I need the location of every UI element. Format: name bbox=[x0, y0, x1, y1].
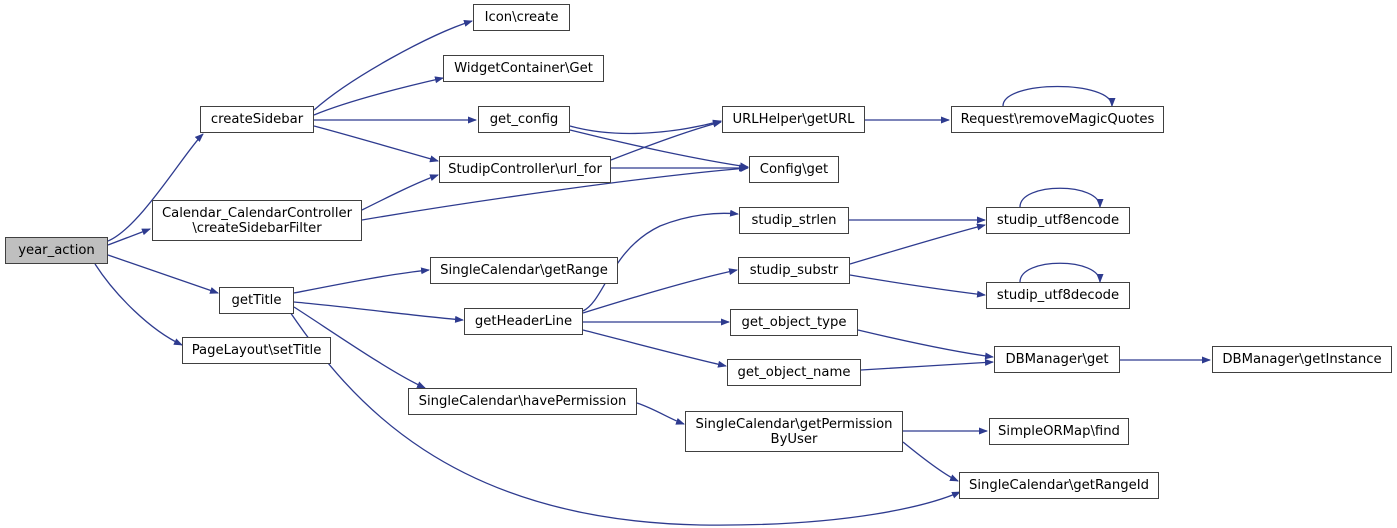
edge-year_action-to-createSidebar bbox=[107, 133, 204, 242]
node-simpleORMapFind[interactable]: SimpleORMap\find bbox=[989, 418, 1129, 445]
edge-getObjectType-to-dbManagerGet bbox=[857, 329, 994, 360]
edge-ccSidebarFilter-to-studipUrlFor bbox=[361, 174, 439, 211]
edge-getTitle-to-scGetRangeId bbox=[289, 311, 961, 526]
node-label-getHeaderLine: getHeaderLine bbox=[474, 314, 573, 329]
node-getHeaderLine[interactable]: getHeaderLine bbox=[464, 308, 583, 335]
node-scGetRangeId[interactable]: SingleCalendar\getRangeId bbox=[959, 472, 1159, 499]
node-label-iconCreate: Icon\create bbox=[484, 10, 559, 25]
node-label-dbManagerGetInst: DBManager\getInstance bbox=[1222, 352, 1382, 367]
edge-studipUtf8decode-to-studipUtf8decode bbox=[1019, 262, 1104, 283]
node-year_action[interactable]: year_action bbox=[5, 237, 108, 264]
edge-year_action-to-getTitle bbox=[107, 254, 219, 294]
node-requestRemoveMQ[interactable]: Request\removeMagicQuotes bbox=[951, 106, 1164, 133]
node-label-scGetRange: SingleCalendar\getRange bbox=[440, 263, 608, 278]
node-iconCreate[interactable]: Icon\create bbox=[473, 4, 570, 31]
node-pageLayoutSetTitle[interactable]: PageLayout\setTitle bbox=[182, 337, 331, 364]
edge-studipUrlFor-to-urlHelperGetURL bbox=[610, 120, 722, 161]
node-getConfig[interactable]: get_config bbox=[478, 106, 570, 133]
edge-getTitle-to-scHavePermission bbox=[293, 306, 426, 389]
node-label-getObjectType: get_object_type bbox=[741, 315, 847, 330]
node-studipSubstr[interactable]: studip_substr bbox=[738, 257, 850, 284]
edge-getTitle-to-scGetRange bbox=[293, 267, 430, 294]
node-scGetPermByUser[interactable]: SingleCalendar\getPermission ByUser bbox=[685, 411, 903, 452]
node-label-widgetContainerGet: WidgetContainer\Get bbox=[454, 61, 593, 76]
node-label-requestRemoveMQ: Request\removeMagicQuotes bbox=[960, 112, 1155, 127]
node-label-createSidebar: createSidebar bbox=[210, 112, 304, 127]
node-dbManagerGet[interactable]: DBManager\get bbox=[994, 346, 1120, 373]
node-label-getObjectName: get_object_name bbox=[737, 365, 851, 380]
edge-studipSubstr-to-studipUtf8encode bbox=[849, 223, 986, 265]
node-label-studipSubstr: studip_substr bbox=[749, 263, 839, 278]
node-studipUtf8encode[interactable]: studip_utf8encode bbox=[986, 207, 1130, 234]
edge-studipSubstr-to-studipUtf8decode bbox=[849, 274, 986, 298]
edge-year_action-to-ccSidebarFilter bbox=[107, 228, 151, 246]
edge-getHeaderLine-to-studipStrlen bbox=[582, 209, 739, 312]
node-label-studipStrlen: studip_strlen bbox=[751, 213, 837, 228]
edge-getObjectName-to-dbManagerGet bbox=[860, 358, 994, 371]
edge-group bbox=[94, 20, 1211, 526]
edge-requestRemoveMQ-to-requestRemoveMQ bbox=[1002, 85, 1116, 107]
edge-getConfig-to-urlHelperGetURL bbox=[569, 119, 722, 135]
node-createSidebar[interactable]: createSidebar bbox=[200, 106, 314, 133]
edge-createSidebar-to-iconCreate bbox=[313, 20, 473, 111]
node-label-simpleORMapFind: SimpleORMap\find bbox=[998, 424, 1120, 439]
node-getObjectName[interactable]: get_object_name bbox=[727, 359, 861, 386]
node-label-configGet: Config\get bbox=[759, 162, 829, 177]
node-configGet[interactable]: Config\get bbox=[749, 156, 839, 183]
node-label-dbManagerGet: DBManager\get bbox=[1005, 352, 1109, 367]
node-label-year_action: year_action bbox=[18, 243, 95, 258]
node-label-pageLayoutSetTitle: PageLayout\setTitle bbox=[191, 343, 322, 358]
edge-getConfig-to-configGet bbox=[569, 129, 749, 170]
node-label-urlHelperGetURL: URLHelper\getURL bbox=[732, 112, 855, 127]
node-label-studipUtf8encode: studip_utf8encode bbox=[996, 213, 1120, 228]
edge-getHeaderLine-to-getObjectName bbox=[582, 329, 727, 368]
node-getTitle[interactable]: getTitle bbox=[219, 287, 294, 314]
node-dbManagerGetInst[interactable]: DBManager\getInstance bbox=[1212, 346, 1392, 373]
node-studipStrlen[interactable]: studip_strlen bbox=[739, 207, 849, 234]
edge-studipUtf8encode-to-studipUtf8encode bbox=[1019, 187, 1104, 208]
node-label-scHavePermission: SingleCalendar\havePermission bbox=[418, 394, 627, 409]
node-getObjectType[interactable]: get_object_type bbox=[730, 309, 858, 336]
node-scHavePermission[interactable]: SingleCalendar\havePermission bbox=[408, 388, 637, 415]
edge-scGetPermByUser-to-scGetRangeId bbox=[902, 441, 959, 482]
node-urlHelperGetURL[interactable]: URLHelper\getURL bbox=[722, 106, 865, 133]
node-label-studipUrlFor: StudipController\url_for bbox=[448, 162, 602, 177]
node-label-scGetRangeId: SingleCalendar\getRangeId bbox=[969, 478, 1149, 493]
node-studipUtf8decode[interactable]: studip_utf8decode bbox=[986, 282, 1130, 309]
node-ccSidebarFilter[interactable]: Calendar_CalendarController \createSideb… bbox=[152, 200, 362, 241]
edge-year_action-to-pageLayoutSetTitle bbox=[94, 263, 183, 346]
node-widgetContainerGet[interactable]: WidgetContainer\Get bbox=[443, 55, 604, 82]
node-label-scGetPermByUser: SingleCalendar\getPermission ByUser bbox=[695, 416, 893, 447]
node-studipUrlFor[interactable]: StudipController\url_for bbox=[439, 156, 611, 183]
node-label-getTitle: getTitle bbox=[231, 293, 282, 308]
node-scGetRange[interactable]: SingleCalendar\getRange bbox=[430, 257, 618, 284]
edge-createSidebar-to-widgetContainerGet bbox=[313, 76, 444, 116]
node-label-ccSidebarFilter: Calendar_CalendarController \createSideb… bbox=[161, 205, 353, 236]
node-label-getConfig: get_config bbox=[489, 112, 559, 127]
edge-getHeaderLine-to-studipSubstr bbox=[582, 268, 738, 314]
edge-scHavePermission-to-scGetPermByUser bbox=[636, 402, 685, 425]
node-label-studipUtf8decode: studip_utf8decode bbox=[996, 288, 1120, 303]
edge-ccSidebarFilter-to-configGet bbox=[361, 165, 749, 221]
edge-getTitle-to-getHeaderLine bbox=[293, 301, 464, 323]
edge-createSidebar-to-studipUrlFor bbox=[313, 125, 439, 163]
